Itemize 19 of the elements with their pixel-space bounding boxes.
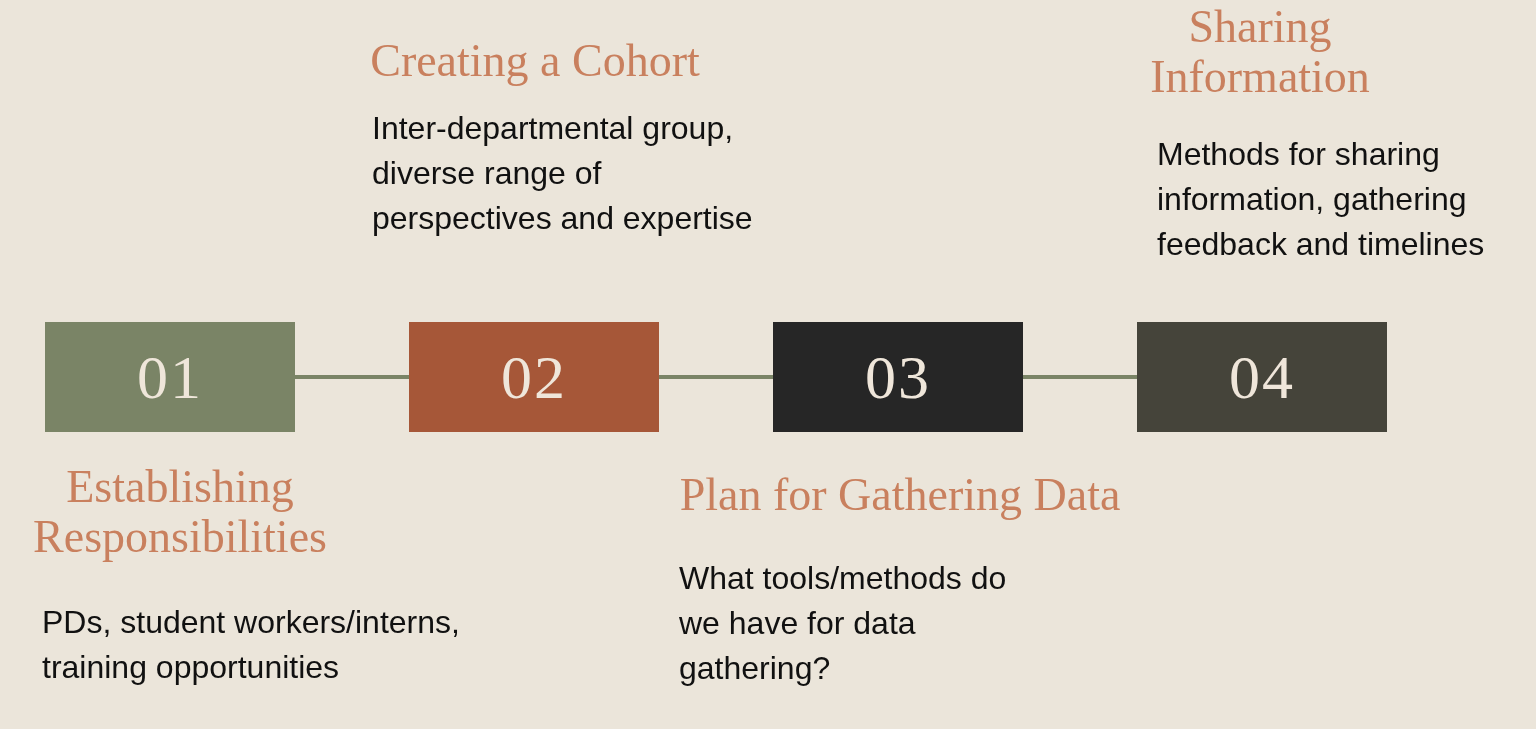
step-description: PDs, student workers/interns, training opportunities [42,603,461,687]
step-heading: Creating a Cohort [369,36,701,86]
step-number: 01 [137,341,203,413]
connector-line [1023,375,1137,379]
step-heading: Establishing Responsibilities [32,462,328,562]
step-heading: Sharing Information [1149,2,1371,102]
step-box [45,322,295,432]
step-description: Inter-departmental group, diverse range of perspectives and expertise [372,109,754,238]
step-description: Methods for sharing information, gathering feedback and timelines [1157,135,1486,264]
connector-line [295,375,409,379]
step-number: 03 [865,341,931,413]
step-box [409,322,659,432]
step-box [773,322,1023,432]
step-number: 04 [1229,341,1295,413]
connector-line [659,375,773,379]
step-box [1137,322,1387,432]
step-description: What tools/methods do we have for data gathering? [679,559,1008,688]
step-number: 02 [501,341,567,413]
step-heading: Plan for Gathering Data [678,470,1122,520]
